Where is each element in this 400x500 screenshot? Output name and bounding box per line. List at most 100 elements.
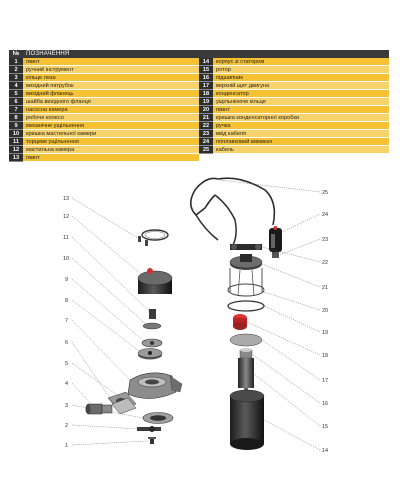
cable-25c <box>214 194 237 246</box>
part-number: 13 <box>9 154 23 162</box>
part-number: 1 <box>9 58 23 66</box>
part-number: 5 <box>9 90 23 98</box>
header-number: № <box>12 51 20 57</box>
o-ring-inner <box>144 231 166 239</box>
part-name: торцеве ущільнення <box>23 138 199 146</box>
screw-13 <box>138 236 148 246</box>
part-number: 2 <box>9 66 23 74</box>
flange-washer-6 <box>111 397 137 415</box>
oil-chamber-12 <box>137 268 173 294</box>
part-number: 19 <box>199 98 213 106</box>
motor-assembly <box>189 177 282 450</box>
callout-18: 18 <box>322 353 328 359</box>
callout-15: 15 <box>322 424 328 430</box>
callout-16: 16 <box>322 401 328 407</box>
part-name: ручний інструмент <box>23 66 199 74</box>
part-number: 8 <box>9 114 23 122</box>
part-name: насосна камера <box>23 106 199 114</box>
housing-stator-14 <box>229 389 265 450</box>
callout-9: 9 <box>65 277 68 283</box>
hand-tool-2 <box>137 426 161 432</box>
part-name: вихідний патрубок <box>23 82 199 90</box>
callout-19: 19 <box>322 330 328 336</box>
callout-23: 23 <box>322 237 328 243</box>
part-name: кришка мастильної камери <box>23 130 199 138</box>
table-header: № ПОЗНАЧЕННЯ <box>9 50 389 58</box>
sealing-ring-19 <box>227 300 265 312</box>
callout-4: 4 <box>65 381 68 387</box>
screw-1 <box>148 437 156 444</box>
capacitor-18 <box>233 314 247 330</box>
part-number: 20 <box>199 106 213 114</box>
motor-top-shield-17 <box>229 333 263 347</box>
callouts: 13 12 11 10 9 8 7 6 5 4 3 2 1 25 24 23 2… <box>63 190 328 454</box>
table-row-empty <box>199 154 389 162</box>
callout-5: 5 <box>65 361 68 367</box>
callout-6: 6 <box>65 340 68 346</box>
part-number: 4 <box>9 82 23 90</box>
part-name: ручка <box>213 122 389 130</box>
cable-inlet-23 <box>272 252 279 258</box>
capacitor-box-cover-21 <box>229 254 263 270</box>
part-number: 9 <box>9 122 23 130</box>
part-name: робоче колесо <box>23 114 199 122</box>
header-title: ПОЗНАЧЕННЯ <box>26 51 70 57</box>
part-number: 10 <box>9 130 23 138</box>
part-name: шайба вихідного фланця <box>23 98 199 106</box>
callout-13: 13 <box>63 196 69 202</box>
callout-1: 1 <box>65 443 68 449</box>
part-number: 3 <box>9 74 23 82</box>
part-number: 23 <box>199 130 213 138</box>
part-number: 18 <box>199 90 213 98</box>
float-switch-24 <box>269 226 282 252</box>
part-number: 24 <box>199 138 213 146</box>
part-name: кришка конденсаторної коробки <box>213 114 389 122</box>
callout-11: 11 <box>63 235 69 241</box>
oil-chamber-cover-10 <box>142 322 162 330</box>
part-name: поплавковий вимикач <box>213 138 389 146</box>
part-name: конденсатор <box>213 90 389 98</box>
part-number: 7 <box>9 106 23 114</box>
callout-25: 25 <box>322 190 328 196</box>
part-number: 21 <box>199 114 213 122</box>
callout-22: 22 <box>322 260 328 266</box>
o-ring <box>141 229 169 241</box>
part-name: гвинт <box>213 106 389 114</box>
cable-25b <box>217 177 276 226</box>
part-name: вихідний фланець <box>23 90 199 98</box>
callout-2: 2 <box>65 423 68 429</box>
part-number: 25 <box>199 146 213 154</box>
callout-20: 20 <box>322 308 328 314</box>
part-name: ротор <box>213 66 389 74</box>
callout-3: 3 <box>65 403 68 409</box>
cable-25d <box>195 214 219 241</box>
part-name: корпус зі статором <box>213 58 389 66</box>
callout-21: 21 <box>322 285 328 291</box>
part-name: ущільнююче кільце <box>213 98 389 106</box>
blade-ring-3 <box>142 412 174 424</box>
cage-screws-20 <box>227 268 265 297</box>
part-name: механічне ущільнення <box>23 122 199 130</box>
pump-chamber-7 <box>127 372 183 399</box>
